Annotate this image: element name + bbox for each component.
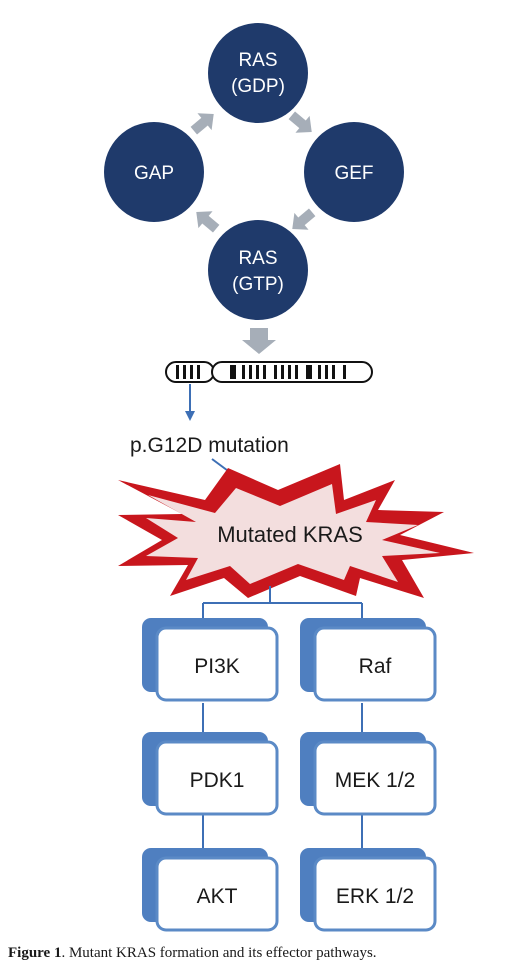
pdk1-label: PDK1 (190, 769, 245, 792)
mutated-kras-label: Mutated KRAS (217, 522, 363, 547)
gap-label: GAP (134, 163, 174, 184)
branch-connector (202, 586, 363, 848)
figure-caption-label: Figure 1 (8, 945, 62, 961)
erk-label: ERK 1/2 (336, 885, 414, 908)
ras-gtp-line1: RAS (238, 248, 277, 269)
ras-gtp-line2: (GTP) (232, 274, 284, 295)
node-gef: GEF (304, 122, 404, 222)
cycle-arrow-gdp-to-gef (288, 111, 312, 133)
cycle-arrow-gef-to-gtp (292, 208, 316, 230)
mutation-label: p.G12D mutation (130, 434, 289, 457)
down-arrow-to-chromosome (242, 328, 276, 354)
mek-label: MEK 1/2 (335, 769, 416, 792)
node-ras-gtp: RAS (GTP) (208, 220, 308, 320)
box-raf: Raf (300, 618, 437, 702)
figure-caption: Figure 1. Mutant KRAS formation and its … (8, 945, 508, 962)
node-gap: GAP (104, 122, 204, 222)
raf-label: Raf (359, 655, 392, 678)
ras-gdp-line2: (GDP) (231, 76, 285, 97)
box-pdk1: PDK1 (142, 732, 279, 816)
cycle-arrow-gap-to-gdp (190, 113, 214, 135)
box-pi3k: PI3K (142, 618, 279, 702)
box-mek: MEK 1/2 (300, 732, 437, 816)
mutated-kras-burst: Mutated KRAS (118, 464, 474, 598)
node-ras-gdp: RAS (GDP) (208, 23, 308, 123)
box-akt: AKT (142, 848, 279, 932)
cycle-arrow-gtp-to-gap (196, 211, 220, 233)
figure-caption-text: . Mutant KRAS formation and its effector… (61, 945, 377, 961)
chromosome-icon (165, 361, 373, 383)
pi3k-label: PI3K (194, 655, 240, 678)
gef-label: GEF (334, 163, 373, 184)
box-erk: ERK 1/2 (300, 848, 437, 932)
ras-gdp-line1: RAS (238, 50, 277, 71)
akt-label: AKT (197, 885, 238, 908)
